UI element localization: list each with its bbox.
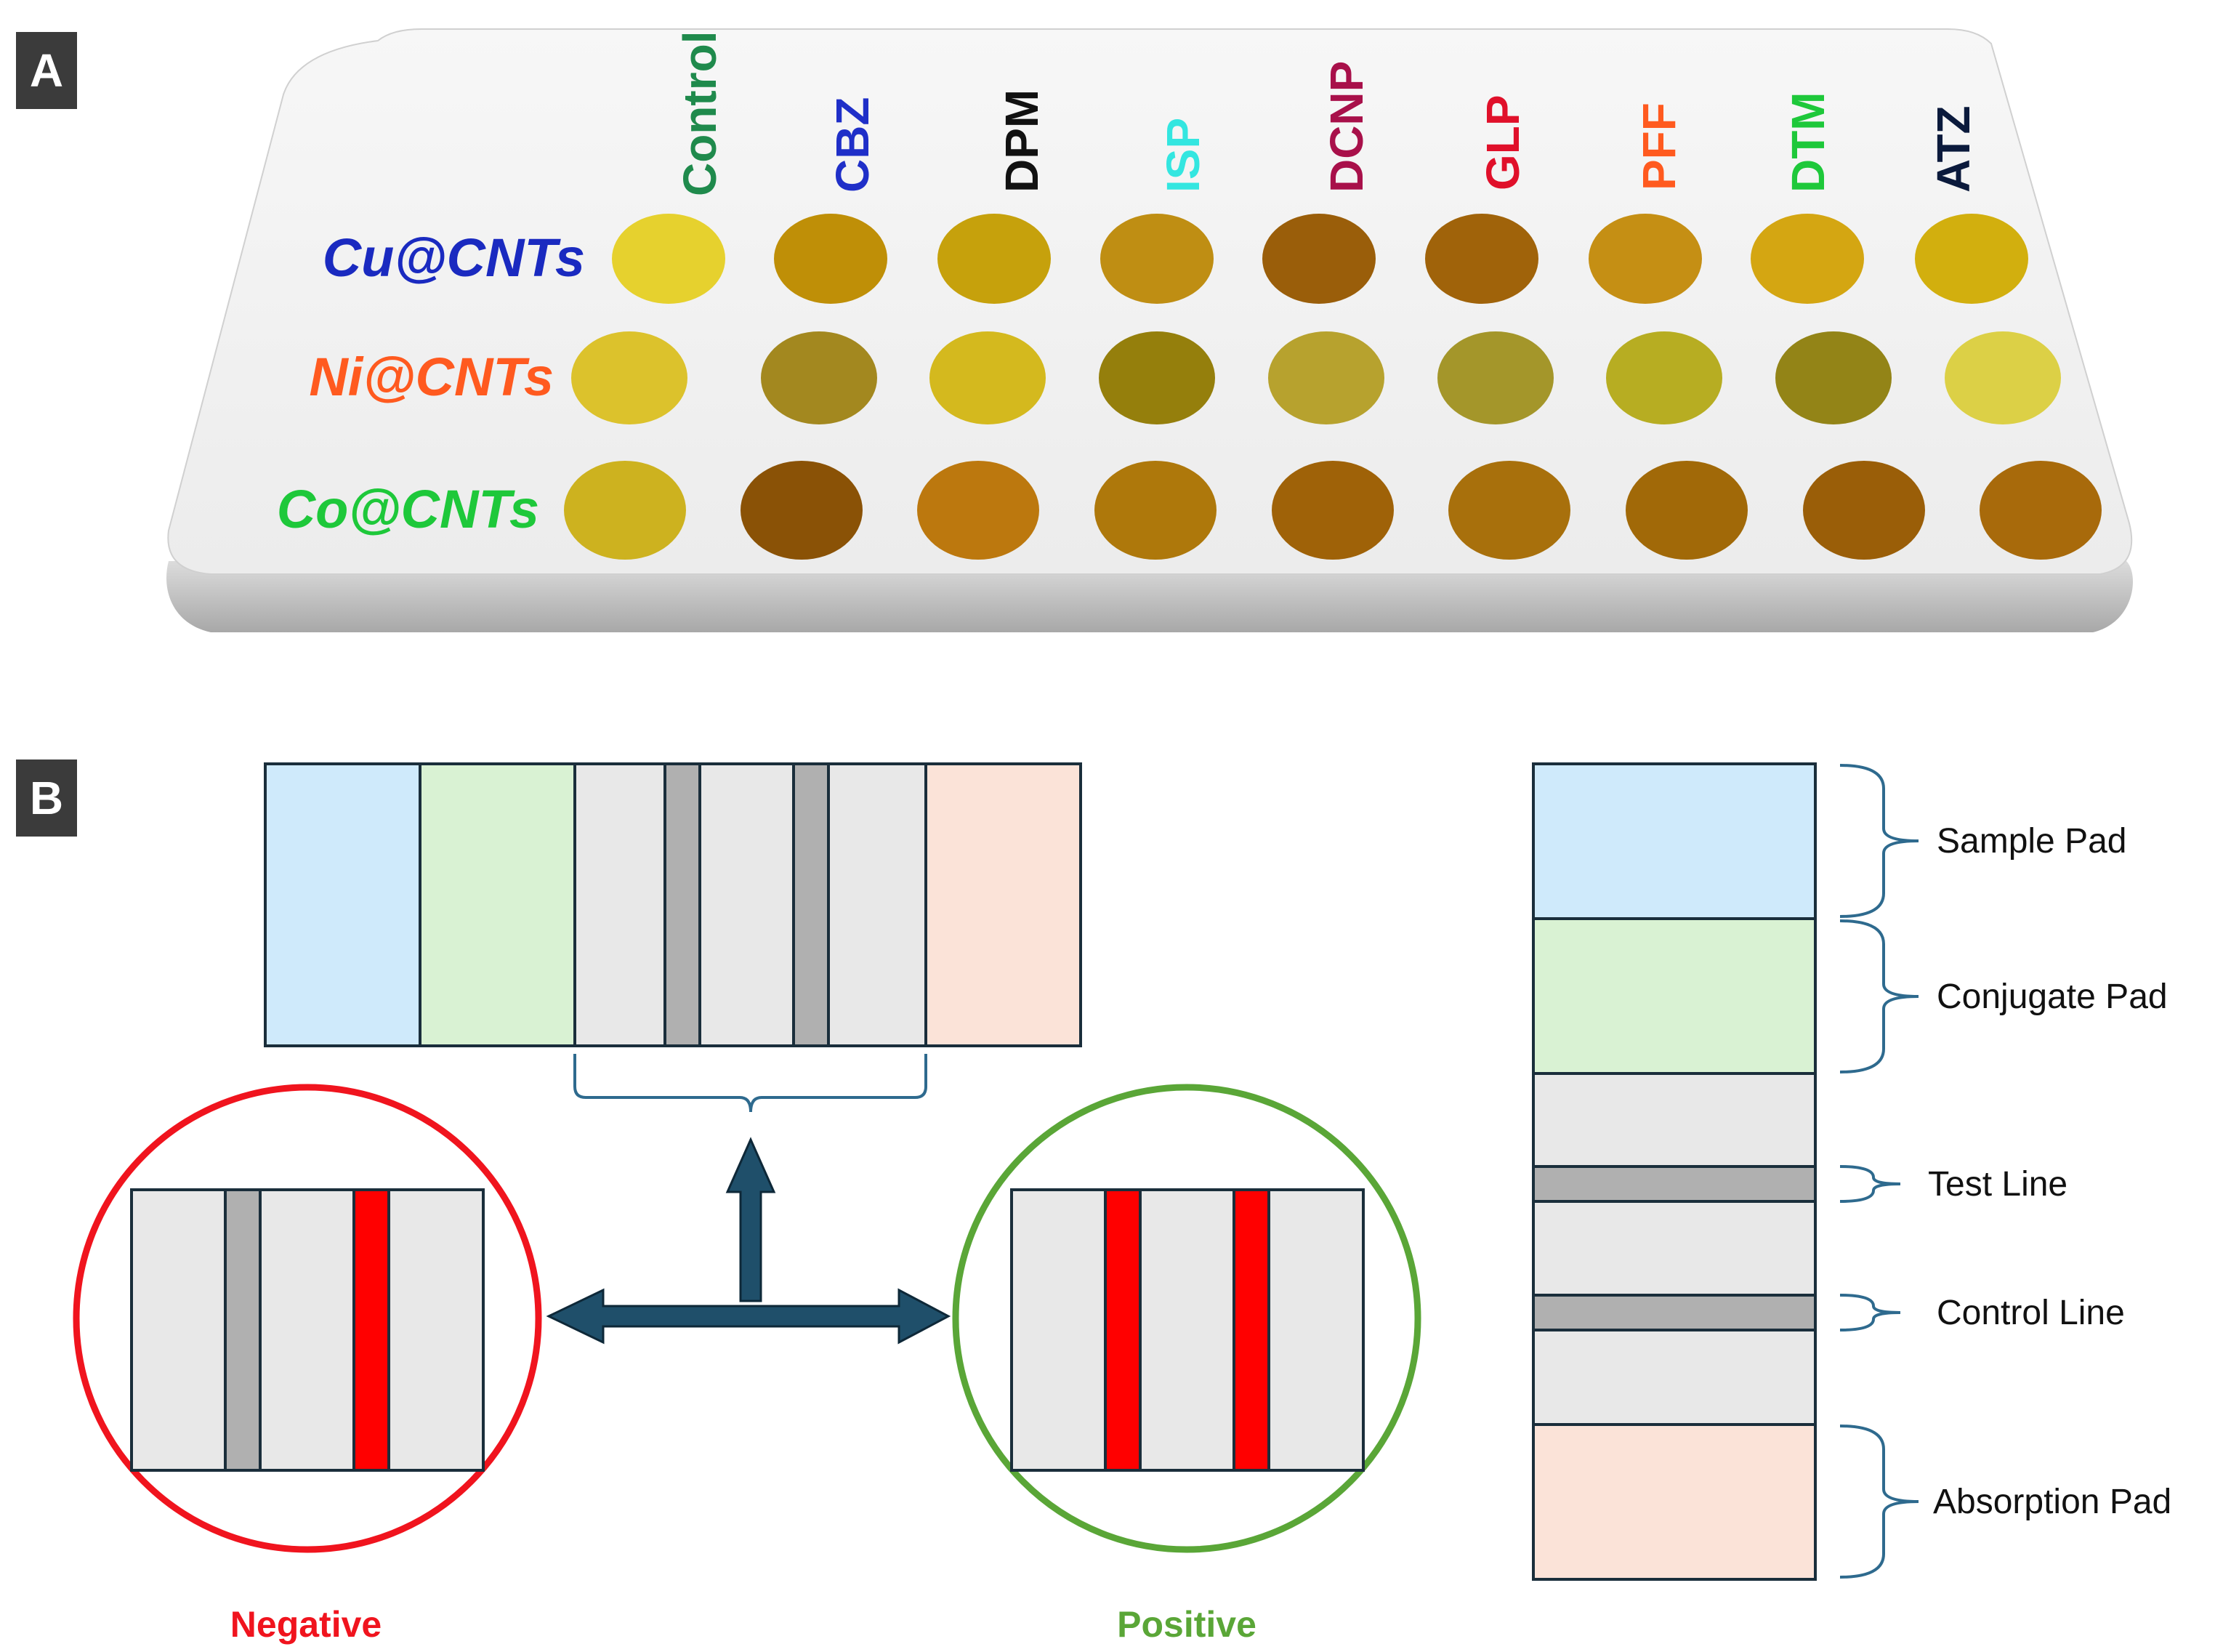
color-spot [774, 214, 887, 304]
row-label: Cu@CNTs [323, 227, 585, 288]
row-label: Ni@CNTs [309, 347, 554, 407]
analyte-label: ISP [1157, 118, 1209, 193]
pos-strip [1010, 1188, 1365, 1472]
positive-label: Positive [1117, 1604, 1256, 1645]
color-spot [1980, 461, 2102, 560]
color-spot [741, 461, 863, 560]
color-spot [1437, 331, 1554, 424]
color-spot [1626, 461, 1748, 560]
color-spot [571, 331, 687, 424]
negative-label: Negative [230, 1604, 382, 1645]
color-spot [1094, 461, 1217, 560]
color-spot [1606, 331, 1722, 424]
vertical-strip [1532, 762, 1817, 1581]
color-spot [564, 461, 686, 560]
neg-test-line-gray [224, 1188, 262, 1472]
analyte-label: PFF [1633, 102, 1685, 190]
label-sample-pad: Sample Pad [1937, 822, 2127, 861]
color-spot [1803, 461, 1925, 560]
neg-strip [130, 1188, 485, 1472]
h-test-line [663, 762, 701, 1047]
arrow-up [725, 1137, 776, 1302]
panel-a-label: A [30, 44, 63, 97]
color-spot [1099, 331, 1215, 424]
color-spot [1448, 461, 1570, 560]
v-membrane [1532, 1072, 1817, 1426]
bracket-conjugate-pad [1839, 919, 1919, 1073]
arrow-horizontal [546, 1288, 951, 1345]
horizontal-strip [264, 762, 1082, 1047]
h-membrane [573, 762, 927, 1047]
panel-b-label-box [16, 759, 77, 837]
analyte-label: DPM [996, 89, 1048, 193]
panel-b: B Negative [16, 759, 2171, 1645]
panel-b-label: B [30, 772, 63, 824]
v-conjugate-pad [1532, 917, 1817, 1075]
label-conjugate-pad: Conjugate Pad [1937, 978, 2168, 1016]
analyte-label: DTM [1782, 92, 1834, 193]
arrows [546, 1137, 951, 1345]
color-spot [1268, 331, 1384, 424]
bracket-absorption-pad [1839, 1425, 1919, 1579]
color-spot [1272, 461, 1394, 560]
color-spot [761, 331, 877, 424]
neg-control-line-red [352, 1188, 390, 1472]
color-spot [612, 214, 725, 304]
pos-control-line-red [1233, 1188, 1270, 1472]
color-spot [929, 331, 1046, 424]
color-spot [917, 461, 1039, 560]
bracket-sample-pad [1839, 764, 1919, 918]
strip-brackets [1839, 764, 1919, 1579]
analyte-labels: Control CBZ DPM ISP DCNP GLP PFF DTM ATZ [674, 31, 1980, 197]
bracket-test-line [1839, 1165, 1901, 1203]
label-test-line: Test Line [1928, 1165, 2067, 1204]
v-test-line [1532, 1165, 1817, 1203]
label-absorption-pad: Absorption Pad [1933, 1483, 2171, 1521]
color-spot [1100, 214, 1214, 304]
color-spot [937, 214, 1051, 304]
analyte-label: ATZ [1927, 105, 1980, 193]
analyte-label: DCNP [1320, 61, 1373, 193]
analyte-label: Control [674, 31, 726, 197]
analyte-label: GLP [1477, 94, 1529, 190]
bracket-control-line [1839, 1294, 1901, 1331]
membrane-bracket [573, 1054, 927, 1113]
pos-test-line-red [1104, 1188, 1142, 1472]
spot-grid [564, 214, 2102, 560]
v-absorption-pad [1532, 1423, 1817, 1581]
color-spot [1589, 214, 1702, 304]
h-control-line [792, 762, 830, 1047]
h-sample-pad [264, 762, 421, 1047]
strip-labels: Sample Pad Conjugate Pad Test Line Contr… [1928, 822, 2171, 1521]
negative-result: Negative [73, 1084, 542, 1645]
row-label: Co@CNTs [277, 479, 539, 539]
plate-edge [166, 561, 2133, 632]
panel-a: A Control CBZ DPM ISP DCNP GLP PFF DTM ATZ Cu@CN… [16, 28, 2133, 632]
color-spot [1262, 214, 1376, 304]
color-spot [1945, 331, 2061, 424]
color-spot [1915, 214, 2028, 304]
h-conjugate-pad [419, 762, 576, 1047]
v-sample-pad [1532, 762, 1817, 920]
color-spot [1425, 214, 1538, 304]
analyte-label: CBZ [826, 97, 879, 193]
positive-result: Positive [952, 1084, 1421, 1645]
v-control-line [1532, 1294, 1817, 1331]
panel-a-label-box [16, 32, 77, 109]
label-control-line: Control Line [1937, 1294, 2125, 1332]
h-absorption-pad [924, 762, 1082, 1047]
color-spot [1775, 331, 1892, 424]
color-spot [1751, 214, 1864, 304]
